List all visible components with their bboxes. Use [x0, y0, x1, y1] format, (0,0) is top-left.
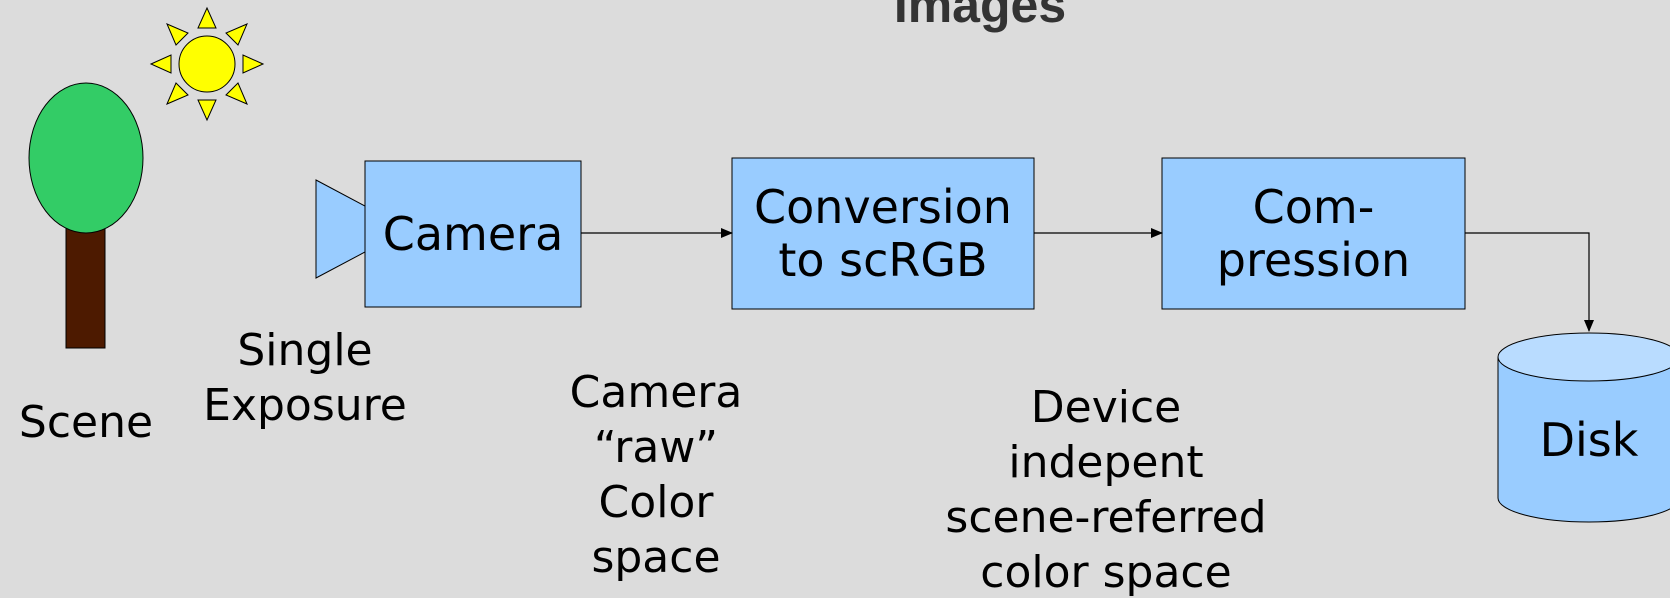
conversion-box	[731, 157, 1035, 310]
camera-lens-shape	[315, 179, 366, 279]
compression-box	[1161, 157, 1466, 310]
scene-caption: Scene	[18, 397, 154, 448]
diagram-title: Images	[893, 0, 1067, 33]
disk-label: Disk	[1539, 412, 1639, 467]
tree-icon	[28, 82, 144, 349]
camera-box	[364, 160, 582, 308]
disk-icon	[1497, 332, 1670, 523]
conversion-box-label: Conversion to scRGB	[754, 179, 1012, 287]
arrow-compression-to-disk	[1465, 232, 1594, 332]
compression-box-label: Com- pression	[1216, 179, 1411, 287]
sun-icon	[149, 6, 265, 122]
camera-raw-caption: Camera “raw” Color space	[569, 367, 743, 583]
camera-box-label: Camera	[382, 206, 564, 261]
single-exposure-caption: Single Exposure	[203, 325, 407, 431]
device-independent-caption: Device indepent scene-referred color spa…	[945, 382, 1267, 598]
